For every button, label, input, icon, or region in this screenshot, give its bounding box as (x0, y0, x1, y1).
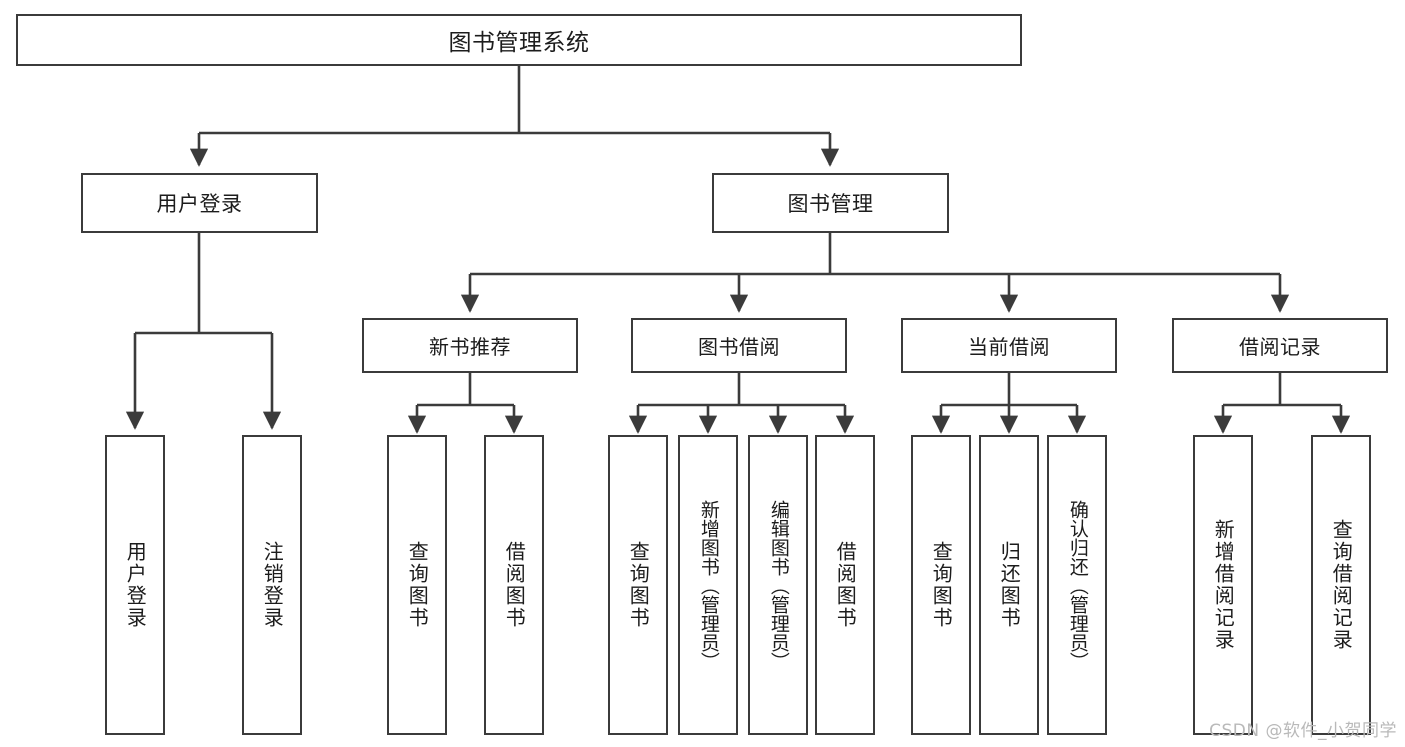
node-book-borrow[interactable]: 图书借阅 (631, 318, 847, 373)
leaf-book-borrow-borrow[interactable]: 借阅图书 (815, 435, 875, 735)
leaf-book-borrow-edit-admin[interactable]: 编辑图书（管理员） (748, 435, 808, 735)
leaf-current-borrow-query[interactable]: 查询图书 (911, 435, 971, 735)
leaf-book-borrow-add-admin[interactable]: 新增图书（管理员） (678, 435, 738, 735)
leaf-current-borrow-confirm-admin[interactable]: 确认归还（管理员） (1047, 435, 1107, 735)
node-borrow-record[interactable]: 借阅记录 (1172, 318, 1388, 373)
leaf-borrow-record-query[interactable]: 查询借阅记录 (1311, 435, 1371, 735)
leaf-book-borrow-query[interactable]: 查询图书 (608, 435, 668, 735)
leaf-current-borrow-return[interactable]: 归还图书 (979, 435, 1039, 735)
node-user-login[interactable]: 用户登录 (81, 173, 318, 233)
leaf-new-book-query[interactable]: 查询图书 (387, 435, 447, 735)
leaf-borrow-record-add[interactable]: 新增借阅记录 (1193, 435, 1253, 735)
node-book-management[interactable]: 图书管理 (712, 173, 949, 233)
node-current-borrow[interactable]: 当前借阅 (901, 318, 1117, 373)
node-root-system[interactable]: 图书管理系统 (16, 14, 1022, 66)
watermark-text: CSDN @软件_小贺同学 (1209, 721, 1397, 741)
leaf-user-login-logout[interactable]: 注销登录 (242, 435, 302, 735)
node-new-book-recommend[interactable]: 新书推荐 (362, 318, 578, 373)
leaf-new-book-borrow[interactable]: 借阅图书 (484, 435, 544, 735)
leaf-user-login-login[interactable]: 用户登录 (105, 435, 165, 735)
